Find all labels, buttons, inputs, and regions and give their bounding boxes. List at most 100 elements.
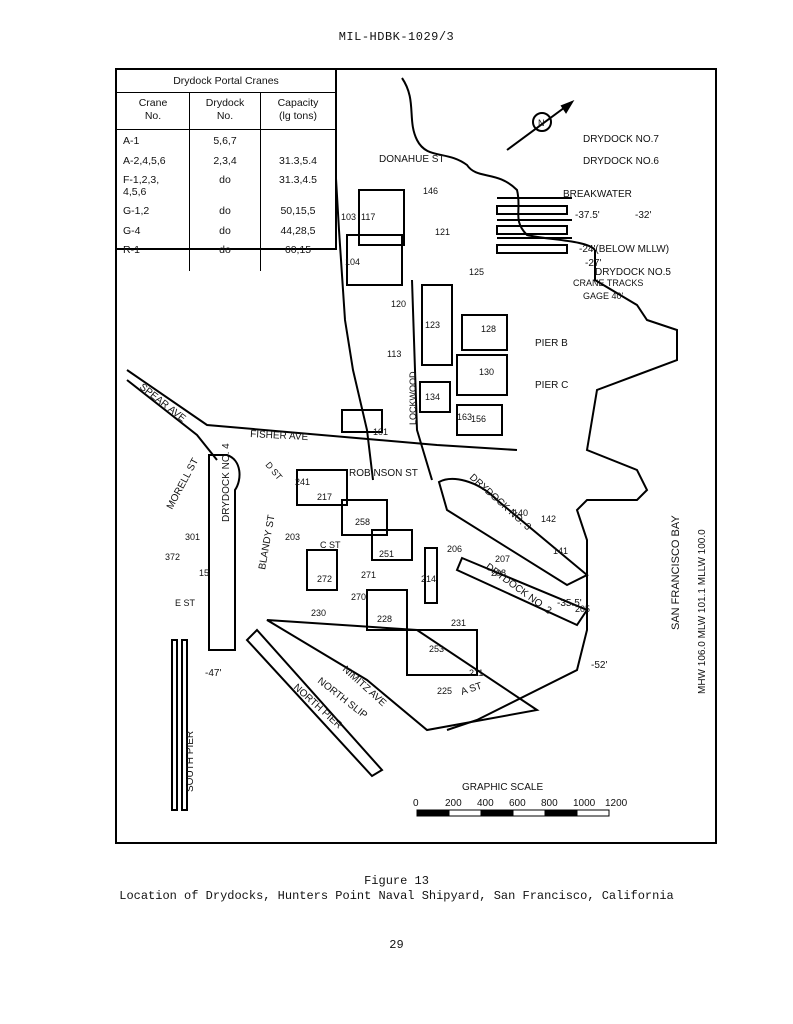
- table-cell-drydock: do: [189, 200, 261, 220]
- building-label-163: 163: [457, 412, 472, 422]
- building-label-372: 372: [165, 552, 180, 562]
- building-label-205: 205: [575, 604, 590, 614]
- building-label-241: 241: [295, 477, 310, 487]
- scale-segment: [544, 809, 578, 817]
- map-label-gage: GAGE 40': [583, 291, 624, 301]
- breakwater: [497, 197, 572, 239]
- south-pier: [171, 639, 188, 811]
- table-cell-capacity: 44,28,5: [280, 224, 316, 237]
- map-label-d_st: D ST: [263, 460, 284, 483]
- map-label-d32: -32': [635, 210, 651, 221]
- building-label-228: 228: [377, 614, 392, 624]
- figure-title: Location of Drydocks, Hunters Point Nava…: [119, 889, 674, 903]
- map-label-d47: -47': [205, 668, 221, 679]
- building-label-101: 101: [373, 427, 388, 437]
- building-label-141: 141: [553, 546, 568, 556]
- building-label-231: 231: [451, 618, 466, 628]
- building-label-130: 130: [479, 367, 494, 377]
- building-label-15: 15: [199, 568, 209, 578]
- scale-segment: [416, 809, 450, 817]
- map-label-e_st: E ST: [175, 598, 196, 608]
- table-cell-crane: G-4: [117, 219, 190, 239]
- map-label-north_symbol: N: [538, 118, 545, 128]
- scale-tick-label: 200: [445, 798, 462, 809]
- building-label-113: 113: [387, 349, 401, 359]
- bldg-104: [346, 234, 403, 286]
- lockwood-road: [411, 279, 433, 481]
- fisher-ave: [126, 369, 518, 451]
- scale-segment: [480, 809, 514, 817]
- table-cell-capacity: 31.3,5.4: [279, 154, 317, 167]
- figure-number: Figure 13: [364, 874, 429, 888]
- building-label-207: 207: [495, 554, 510, 564]
- building-label-271: 271: [361, 570, 376, 580]
- building-label-103: 103: [341, 212, 356, 222]
- map-label-lockwood: LOCKWOOD: [408, 371, 418, 425]
- scale-tick-label: 1200: [605, 798, 628, 809]
- bldg-134: [419, 381, 451, 413]
- scale-title: GRAPHIC SCALE: [462, 782, 543, 793]
- map-label-no5: DRYDOCK NO.5: [595, 267, 671, 278]
- map-label-pier_b: PIER B: [535, 338, 568, 349]
- building-label-211: 211: [469, 668, 483, 678]
- bldg-101: [341, 409, 383, 433]
- drydock-2-outline: [455, 556, 589, 627]
- figure-caption: Figure 13 Location of Drydocks, Hunters …: [0, 874, 793, 904]
- drydock-4-outline: [208, 454, 241, 651]
- building-label-225: 225: [437, 686, 452, 696]
- bldg-251: [371, 529, 413, 561]
- building-label-142: 142: [541, 514, 556, 524]
- bldg-253: [406, 629, 478, 676]
- shoreline-west: [331, 109, 374, 481]
- building-label-123: 123: [425, 320, 440, 330]
- bldg-123: [421, 284, 453, 366]
- drydock-6: [496, 225, 568, 235]
- document-id-header: MIL-HDBK-1029/3: [338, 30, 455, 44]
- building-label-258: 258: [355, 517, 370, 527]
- building-label-208: 208: [491, 568, 506, 578]
- building-label-230: 230: [311, 608, 326, 618]
- north-arrow: [506, 99, 575, 151]
- building-label-253: 253: [429, 644, 444, 654]
- table-cell-crane: R-1: [117, 239, 190, 271]
- table-cell-drydock: do: [189, 239, 261, 271]
- table-cell-crane: F-1,2,3, 4,5,6: [117, 169, 190, 200]
- scale-tick-label: 800: [541, 798, 558, 809]
- bldg-128: [461, 314, 508, 351]
- map-label-blandy: BLANDY ST: [257, 514, 277, 570]
- building-label-272: 272: [317, 574, 332, 584]
- scale-segment: [448, 809, 482, 817]
- table-cell-drydock: do: [189, 169, 261, 200]
- map-label-crane_tracks: CRANE TRACKS: [573, 278, 643, 288]
- table-cell-drydock: do: [189, 219, 261, 239]
- map-label-tide_label: MHW 106.0 MLW 101.1 MLLW 100.0: [697, 529, 708, 694]
- building-label-128: 128: [481, 324, 496, 334]
- bldg-272: [306, 549, 338, 591]
- map-label-no4: DRYDOCK NO. 4: [221, 443, 232, 522]
- building-label-125: 125: [469, 267, 484, 277]
- map-label-d52: -52': [591, 660, 607, 671]
- bldg-228: [366, 589, 408, 631]
- map-label-robinson: ROBINSON ST: [349, 468, 418, 479]
- map-label-a_st: A ST: [460, 681, 484, 698]
- bldg-217: [296, 469, 348, 506]
- table-cell-drydock: 5,6,7: [189, 129, 261, 150]
- drydock-3-outline: [437, 478, 589, 587]
- scale-tick-label: 600: [509, 798, 526, 809]
- map-label-no3: DRYDOCK NO. 3: [467, 472, 533, 533]
- drydock-5: [496, 244, 568, 254]
- bldg-130: [456, 354, 508, 396]
- drydock-7: [496, 205, 568, 215]
- shoreline-east: [446, 250, 678, 731]
- table-cell-crane: A-2,4,5,6: [117, 149, 190, 169]
- building-label-156: 156: [471, 414, 486, 424]
- building-label-203: 203: [285, 532, 300, 542]
- map-label-d27: -27': [585, 258, 601, 269]
- shoreline-north: [401, 77, 596, 251]
- drydock-portal-cranes-table: Drydock Portal Cranes Crane No. Drydock …: [117, 70, 337, 271]
- building-label-214: 214: [421, 574, 436, 584]
- bldg-117: [358, 189, 405, 246]
